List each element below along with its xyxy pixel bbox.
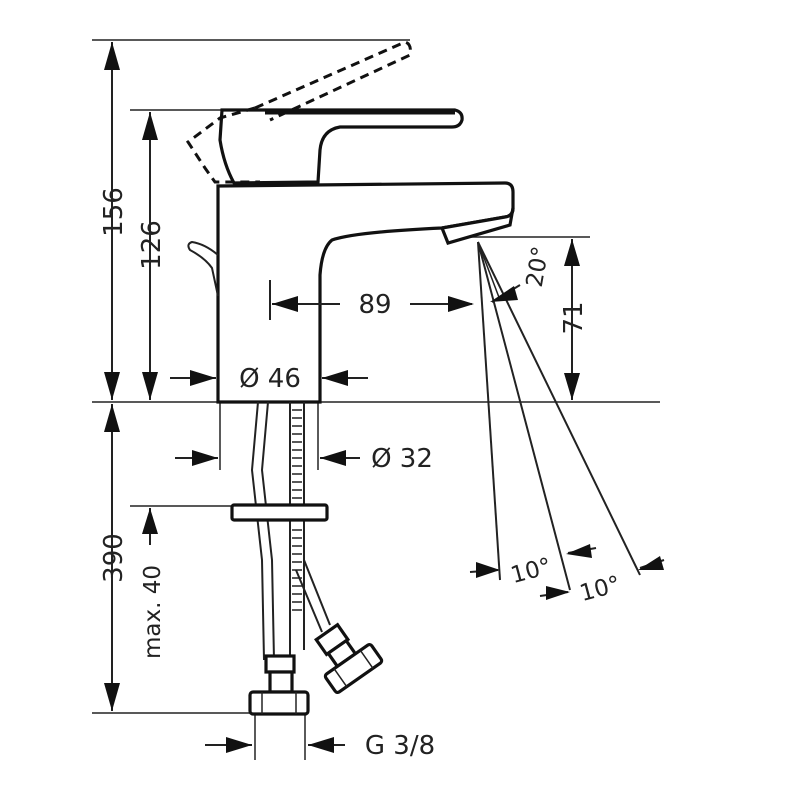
- dimension-10deg-a: [469, 544, 597, 578]
- hose-fitting-left: [248, 654, 310, 716]
- extension-lines: [92, 39, 660, 760]
- label-126: 126: [137, 220, 167, 270]
- dimension-390: [104, 404, 120, 711]
- label-71: 71: [559, 301, 589, 334]
- dimension-dia46: [170, 370, 368, 386]
- label-g38: G 3/8: [365, 731, 435, 761]
- faucet-body: [216, 181, 515, 404]
- dimension-156: [104, 42, 120, 400]
- dimension-max40: [142, 508, 158, 545]
- dimension-g38: [205, 737, 345, 753]
- label-dia32: Ø 32: [371, 444, 433, 474]
- label-20deg: 20°: [522, 244, 555, 289]
- popup-rod: [187, 240, 219, 297]
- label-10deg-a: 10°: [508, 553, 554, 589]
- dimension-10deg-b: [539, 556, 665, 600]
- label-10deg-b: 10°: [577, 571, 623, 607]
- label-390: 390: [99, 533, 129, 583]
- dimension-dia32: [175, 450, 360, 466]
- hose-fitting-right: [314, 622, 384, 695]
- dimension-89: [269, 280, 474, 320]
- label-156: 156: [99, 187, 129, 237]
- label-89: 89: [358, 290, 391, 320]
- label-dia46: Ø 46: [239, 364, 301, 394]
- dimension-126: [142, 112, 158, 400]
- faucet-lever: [218, 108, 464, 185]
- dimension-20deg: [490, 284, 521, 303]
- mounting-plate: [230, 503, 329, 522]
- lever-alternate-position: [185, 40, 412, 184]
- dimension-71: [564, 239, 580, 400]
- label-max40: max. 40: [140, 565, 166, 659]
